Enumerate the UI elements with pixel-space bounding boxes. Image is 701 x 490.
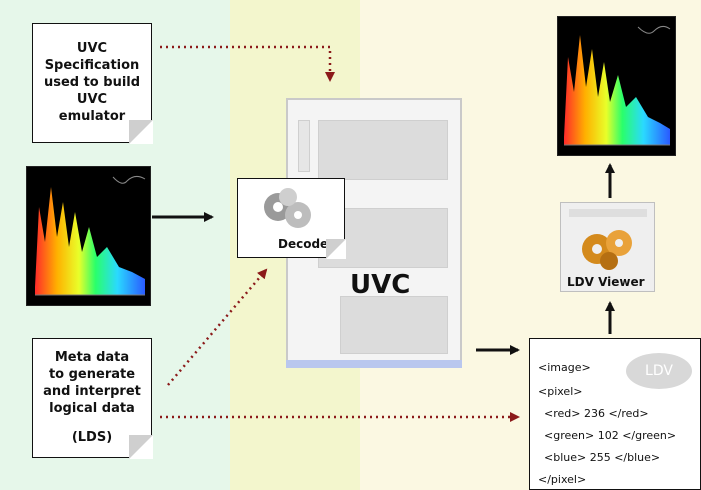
xml-line: <blue> 255 </blue> — [544, 451, 661, 464]
xml-line: </pixel> — [538, 473, 587, 486]
uvc-panel — [298, 120, 310, 172]
meta-data-note: Meta data to generate and interpret logi… — [32, 338, 153, 459]
note-line: Specification — [44, 58, 140, 73]
ldv-badge: LDV — [626, 353, 692, 389]
spectrogram-3d-image-output — [557, 16, 676, 156]
page-fold — [129, 435, 153, 459]
xml-line: <green> 102 </green> — [544, 429, 677, 442]
ldv-xml-box: LDV <image> <pixel> <red> 236 </red> <gr… — [529, 338, 701, 490]
decoder-box: Decoder — [237, 178, 346, 259]
gears-icon — [264, 188, 311, 228]
decoder-label: Decoder — [278, 237, 335, 251]
note-line: to generate — [48, 367, 136, 382]
note-line: used to build — [43, 75, 141, 90]
note-line: Meta data — [54, 350, 130, 365]
page-fold — [129, 120, 153, 144]
dotted-arrow — [160, 45, 335, 82]
note-line: UVC — [76, 92, 108, 107]
uvc-bar — [286, 360, 462, 368]
gears-icon — [582, 230, 632, 270]
page-fold — [326, 239, 346, 259]
ldv-viewer-box: LDV Viewer — [560, 202, 655, 292]
xml-line: <image> — [538, 361, 591, 374]
ldv-viewer-label: LDV Viewer — [567, 275, 645, 289]
uvc-panel — [340, 296, 448, 354]
note-tag: (LDS) — [71, 430, 113, 445]
note-line: emulator — [58, 109, 126, 124]
note-line: and interpret — [43, 384, 141, 399]
uvc-specification-note: UVC Specification used to build UVC emul… — [32, 23, 153, 144]
uvc-panel — [318, 120, 448, 180]
note-line: UVC — [76, 41, 108, 56]
spectrogram-3d-image-input — [26, 166, 151, 306]
viewer-titlebar — [569, 209, 647, 217]
xml-line: <pixel> — [538, 385, 583, 398]
note-line: logical data — [49, 401, 135, 416]
uvc-emulator-box — [286, 98, 462, 368]
uvc-label: UVC — [350, 270, 411, 300]
xml-line: <red> 236 </red> — [544, 407, 649, 420]
dotted-arrow — [167, 268, 268, 386]
